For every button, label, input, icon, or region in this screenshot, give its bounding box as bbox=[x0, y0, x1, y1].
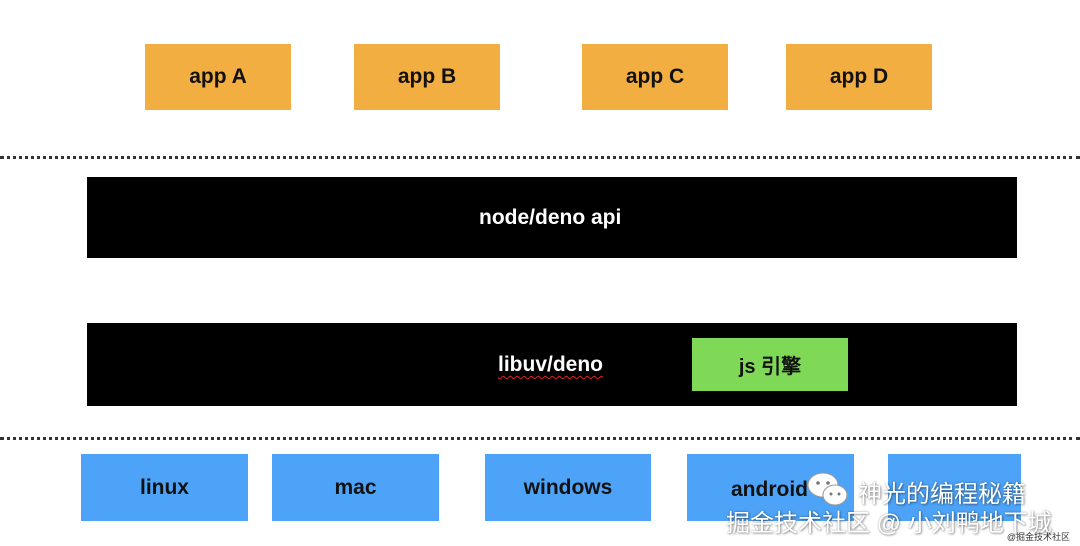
platform-box-windows: windows bbox=[485, 454, 651, 521]
app-box-b: app B bbox=[354, 44, 500, 110]
app-label: app A bbox=[189, 65, 247, 88]
platform-box-other bbox=[888, 454, 1021, 521]
platform-box-mac: mac bbox=[272, 454, 439, 521]
platform-label: android bbox=[731, 478, 808, 501]
app-box-a: app A bbox=[145, 44, 291, 110]
js-engine-box: js 引擎 bbox=[692, 338, 848, 391]
api-layer-label: node/deno api bbox=[479, 206, 621, 230]
app-label: app C bbox=[625, 65, 685, 88]
platform-label: windows bbox=[523, 475, 613, 499]
api-layer-bar: node/deno api bbox=[87, 177, 1017, 258]
platform-label: mac bbox=[334, 475, 377, 499]
app-box-c: app C bbox=[582, 44, 728, 110]
separator-bottom bbox=[0, 437, 1080, 440]
api-layer-text: node/deno api bbox=[479, 206, 622, 229]
app-label: app B bbox=[397, 65, 457, 88]
separator-top bbox=[0, 156, 1080, 159]
platform-label: linux bbox=[139, 475, 189, 499]
platform-box-linux: linux bbox=[81, 454, 248, 521]
runtime-layer-bar: libuv/deno js 引擎 bbox=[87, 323, 1017, 406]
watermark-line2: 掘金技术社区 @ 小刘鸭地下城 bbox=[726, 510, 1052, 537]
watermark-corner: @掘金技术社区 bbox=[1006, 532, 1070, 542]
watermark-line1: 神光的编程秘籍 bbox=[858, 481, 1026, 508]
app-box-d: app D bbox=[786, 44, 932, 110]
runtime-layer-label: libuv/deno bbox=[498, 353, 603, 377]
runtime-layer-text: libuv/deno bbox=[498, 353, 603, 376]
app-label: app D bbox=[829, 65, 889, 88]
wechat-icon bbox=[807, 472, 848, 506]
js-engine-label: js 引擎 bbox=[738, 356, 802, 378]
